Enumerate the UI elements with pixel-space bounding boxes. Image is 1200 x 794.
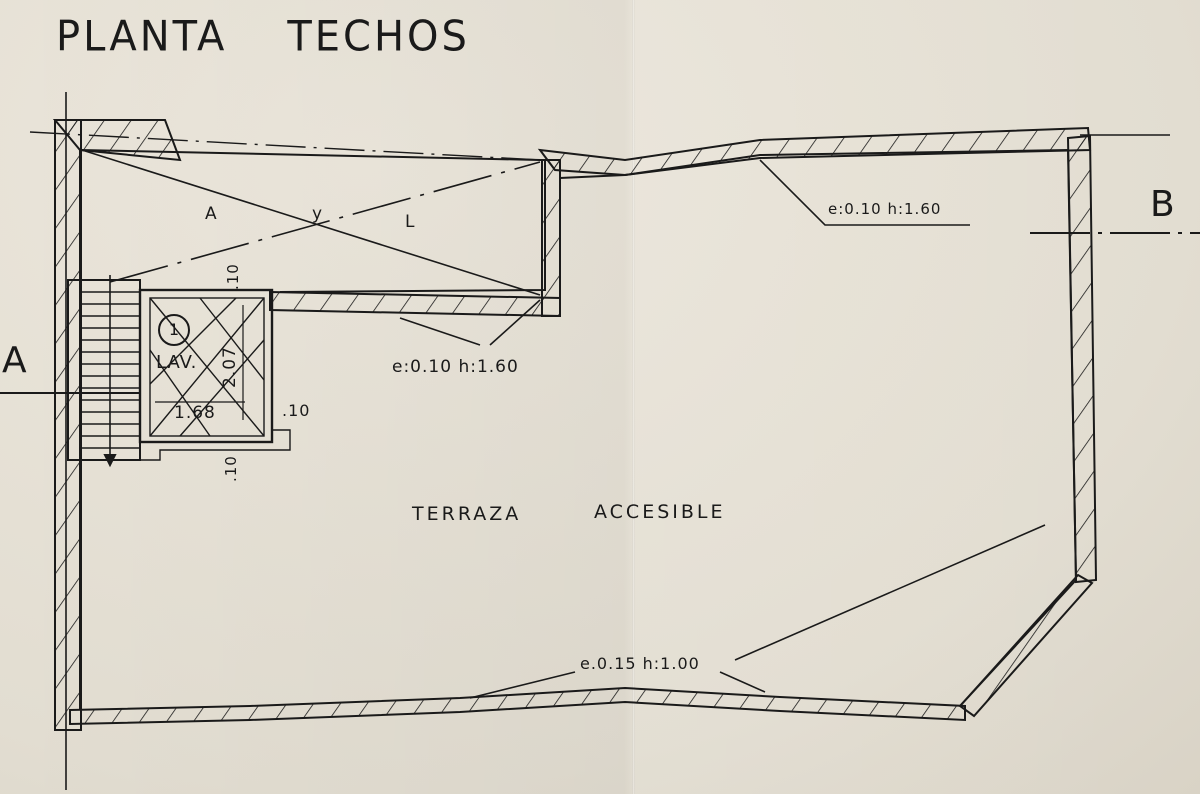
- section-mark-a: A: [2, 340, 27, 381]
- section-mark-b: B: [1150, 184, 1175, 225]
- note-leader-bottom-right: [734, 524, 1046, 661]
- title-word-1: PLANTA: [56, 12, 228, 62]
- upper-room-outline: [79, 149, 546, 293]
- right-diagonal-wall: [958, 573, 1094, 718]
- bottom-wall: [69, 686, 966, 726]
- title-word-2: TECHOS: [287, 12, 470, 62]
- wall-note-top-right: e:0.10 h:1.60: [828, 200, 942, 218]
- area-label-word-2: ACCESIBLE: [594, 501, 726, 523]
- inner-horizontal-wall: [269, 290, 561, 318]
- lav-wall-detail: [139, 429, 291, 461]
- note-leader-bottom-left: [469, 671, 576, 699]
- dim-bottom: .10: [222, 455, 240, 482]
- diagonal-line-1: [81, 149, 541, 296]
- stair-arrow-icon: [103, 454, 117, 468]
- room-name: LAV.: [156, 352, 198, 373]
- wall-note-bottom: e.0.15 h:1.00: [580, 654, 700, 673]
- diagonal-line-2: [109, 161, 541, 283]
- area-label-word-1: TERRAZA: [412, 503, 522, 525]
- terrace-inner-outline: [559, 148, 1078, 707]
- diagonal-label-left: A: [205, 204, 218, 224]
- page-title: PLANTA TECHOS: [56, 13, 470, 61]
- dim-right: .10: [282, 401, 311, 420]
- paper-fold: [632, 0, 635, 794]
- room-height-dim: 2.07: [220, 346, 240, 388]
- lav-room-inner: [149, 297, 265, 437]
- note-leader-top: [759, 159, 970, 226]
- dim-top: .10: [224, 263, 242, 290]
- room-width-dim: 1.68: [174, 403, 216, 423]
- room-number-badge: 1: [158, 314, 190, 346]
- top-wall: [537, 126, 1092, 177]
- wall-note-middle: e:0.10 h:1.60: [392, 357, 519, 377]
- diagonal-label-right: L: [405, 212, 416, 232]
- diagonal-label-middle: y: [312, 204, 324, 224]
- note-leader-middle-2: [489, 299, 541, 346]
- note-leader-bottom-mid: [719, 671, 766, 693]
- note-leader-middle-1: [399, 317, 481, 346]
- lav-room-outer: [138, 288, 274, 444]
